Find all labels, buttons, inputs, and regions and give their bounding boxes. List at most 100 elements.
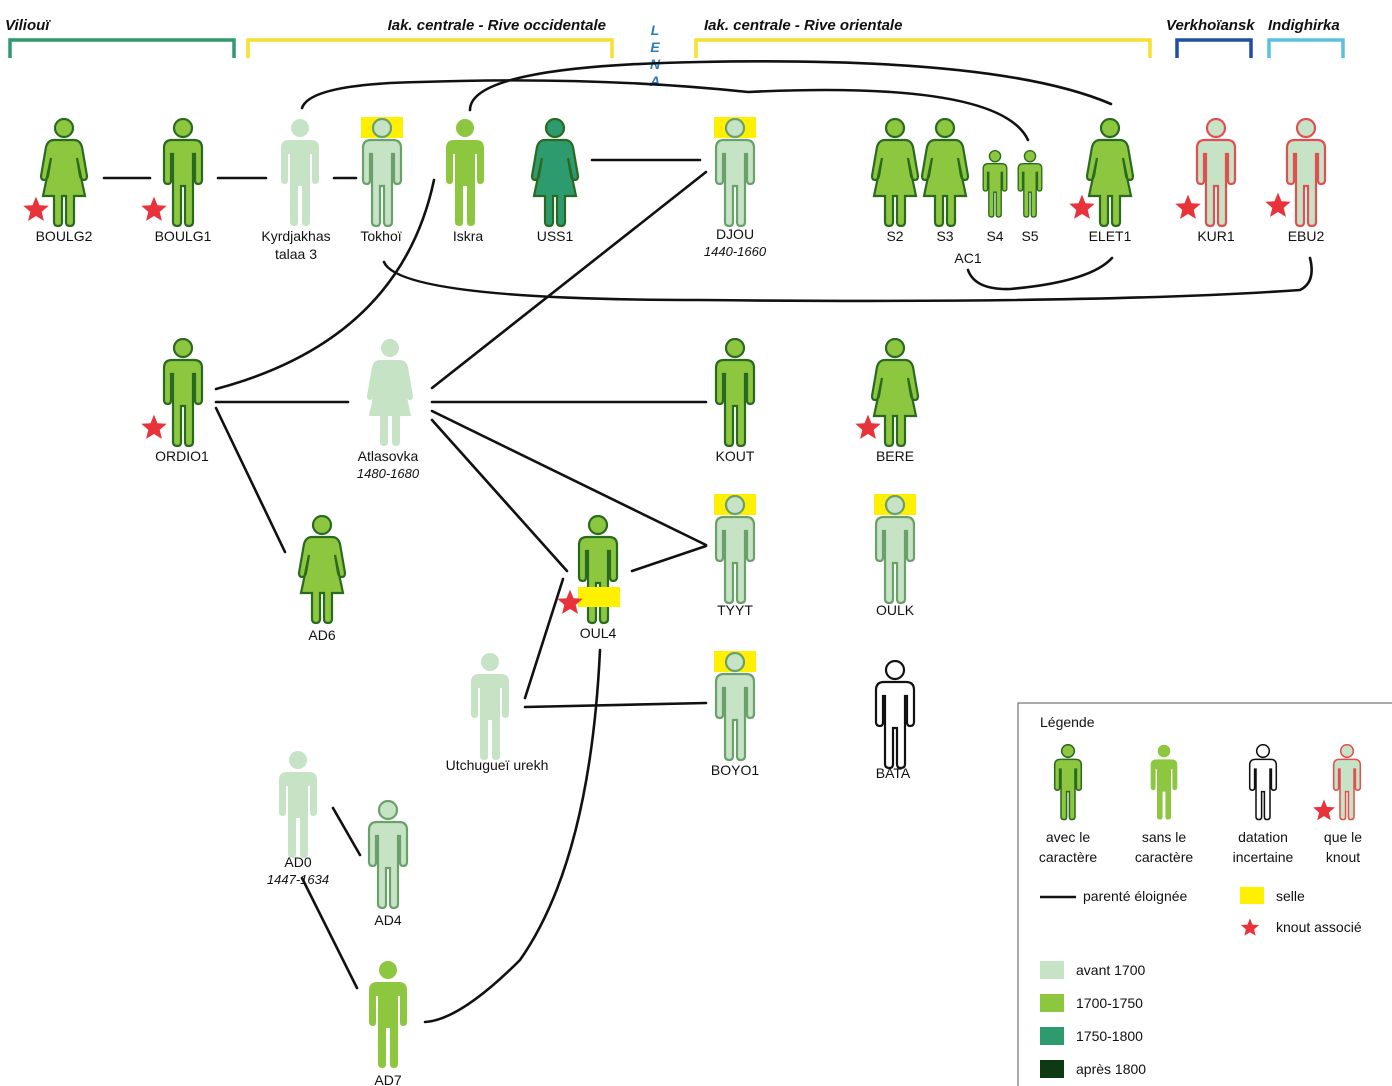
- legend-period-label: après 1800: [1076, 1061, 1146, 1077]
- kinship-link: [523, 701, 708, 709]
- ebu2-figure: [1265, 118, 1327, 228]
- man-icon: [367, 800, 409, 910]
- kinship-link: [300, 876, 359, 990]
- s5-figure: [1017, 150, 1043, 218]
- kur1-figure: [1175, 118, 1237, 228]
- ad7-label: AD7: [374, 1072, 401, 1086]
- region-label: Verkhoïansk: [1166, 17, 1255, 34]
- region-label: Indighirka: [1268, 17, 1340, 34]
- uss1-figure: [530, 118, 580, 228]
- man-icon: [471, 653, 509, 760]
- knout-star-icon: [23, 196, 49, 221]
- legend-figure-label: datation: [1238, 829, 1288, 845]
- burial-figures: [23, 117, 1327, 1068]
- s2-figure: [870, 118, 920, 228]
- s2-label: S2: [886, 228, 903, 244]
- s3-figure: [920, 118, 970, 228]
- ad6-label: AD6: [308, 627, 335, 643]
- region-bracket: [246, 38, 614, 58]
- atlasovka-label: Atlasovka: [358, 448, 419, 464]
- legend-period-swatch: [1040, 1060, 1064, 1078]
- boulg2-label: BOULG2: [36, 228, 93, 244]
- knout-star-icon: [855, 414, 881, 439]
- kinship-link: [430, 418, 569, 573]
- man-icon: [1017, 150, 1043, 218]
- lena-letter: E: [650, 39, 660, 55]
- lena-letter: L: [651, 22, 660, 38]
- man-icon: [446, 119, 484, 226]
- legend-star-label: knout associé: [1276, 919, 1362, 935]
- oul4-label: OUL4: [580, 625, 617, 641]
- ordio1-figure: [141, 338, 204, 448]
- legend-figure-label: avec le: [1046, 829, 1091, 845]
- s4-figure: [982, 150, 1008, 218]
- woman-icon: [530, 118, 580, 228]
- ad0-figure: [279, 751, 317, 858]
- kinship-links: [102, 60, 1313, 1024]
- kinship-link: [331, 806, 362, 857]
- legend-period-label: avant 1700: [1076, 962, 1145, 978]
- boulg2-figure: [23, 118, 89, 228]
- ordio1-label: ORDIO1: [155, 448, 209, 464]
- man-icon: [162, 118, 204, 228]
- woman-icon: [1085, 118, 1135, 228]
- legend-figure-label: caractère: [1135, 849, 1194, 865]
- ad0-date: 1447-1634: [267, 872, 329, 887]
- djou-figure: [714, 117, 756, 228]
- bata-label: BATA: [876, 765, 911, 781]
- boyo1-label: BOYO1: [711, 762, 759, 778]
- legend-period-swatch: [1040, 961, 1064, 979]
- ad0-label: AD0: [284, 854, 311, 870]
- utchugue-figure: [471, 653, 509, 760]
- tyyt-label: TYYT: [717, 602, 753, 618]
- legend-period-label: 1700-1750: [1076, 995, 1143, 1011]
- knout-star-icon: [1069, 194, 1095, 219]
- kinship-link: [300, 79, 1030, 142]
- legend-period-swatch: [1040, 1027, 1064, 1045]
- s3-label: S3: [936, 228, 953, 244]
- kout-label: KOUT: [716, 448, 755, 464]
- kinship-link: [430, 409, 708, 547]
- region-label: Iak. centrale - Rive occidentale: [388, 17, 606, 34]
- region-bracket: [1267, 38, 1345, 58]
- ad4-figure: [367, 800, 409, 910]
- kur1-label: KUR1: [1197, 228, 1235, 244]
- oulk-label: OULK: [876, 602, 915, 618]
- legend-figure-label: incertaine: [1233, 849, 1294, 865]
- kinship-link: [630, 544, 708, 573]
- boulg1-label: BOULG1: [155, 228, 212, 244]
- atlasovka-figure: [367, 339, 413, 446]
- kinship-link: [382, 256, 1313, 303]
- tokhoi-label: Tokhoï: [360, 228, 401, 244]
- boyo1-figure: [714, 651, 756, 762]
- woman-icon: [920, 118, 970, 228]
- elet1-label: ELET1: [1089, 228, 1132, 244]
- ad7-figure: [369, 961, 407, 1068]
- region-label: Viliouï: [5, 17, 51, 34]
- bata-figure: [874, 660, 916, 770]
- elet1-figure: [1069, 118, 1135, 228]
- oul4-figure: [557, 515, 620, 625]
- legend-period-label: 1750-1800: [1076, 1028, 1143, 1044]
- woman-icon: [367, 339, 413, 446]
- tokhoi-figure: [361, 117, 403, 228]
- ebu2-label: EBU2: [1288, 228, 1325, 244]
- man-icon: [714, 338, 756, 448]
- kinship-link: [423, 648, 602, 1024]
- legend-saddle-swatch: [1240, 887, 1264, 904]
- ac1-label: AC1: [954, 250, 981, 266]
- knout-star-icon: [141, 414, 167, 439]
- kinship-link: [214, 406, 287, 554]
- bere-figure: [855, 338, 920, 448]
- woman-icon: [870, 338, 920, 448]
- kinship-link: [430, 170, 708, 390]
- woman-icon: [297, 515, 347, 625]
- saddle-marker: [578, 587, 620, 607]
- legend-period-swatch: [1040, 994, 1064, 1012]
- region-bracket: [694, 38, 1152, 58]
- region-headers: Viliouï Iak. centrale - Rive occidentale I…: [5, 17, 1345, 58]
- kinship-link: [966, 256, 1114, 291]
